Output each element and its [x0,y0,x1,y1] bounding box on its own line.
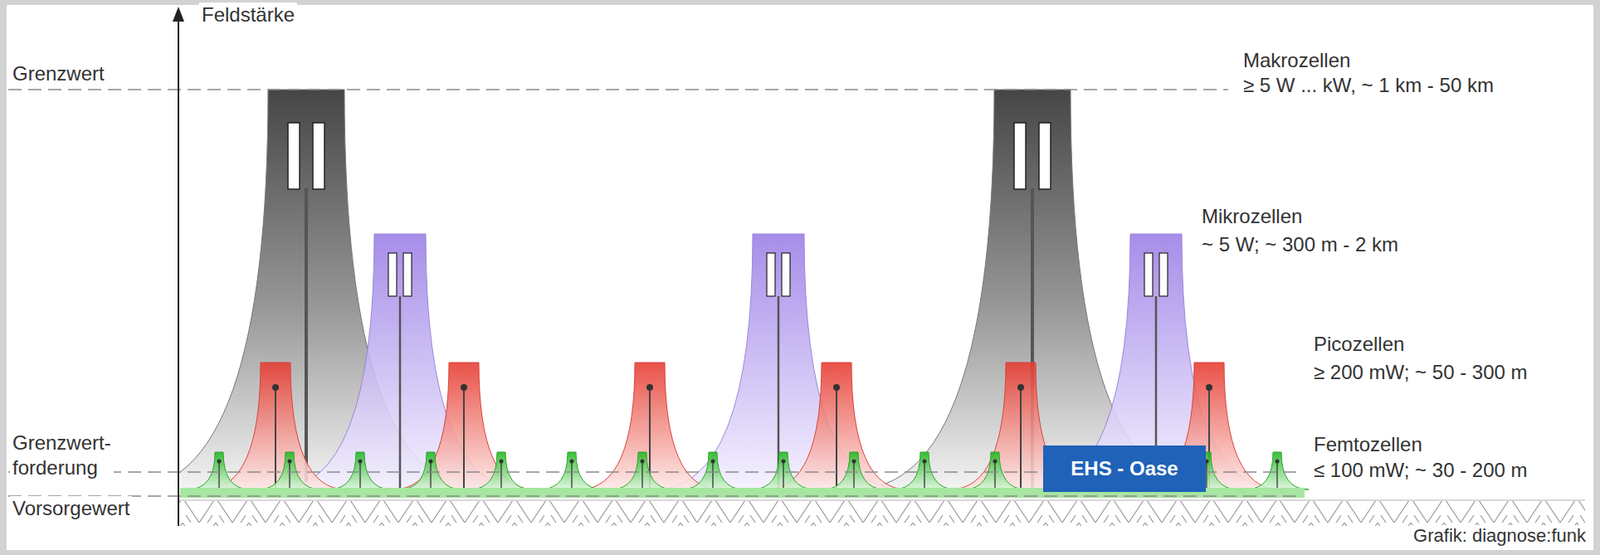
femto-mast [500,461,502,490]
precaution-label: Vorsorgewert [9,496,132,522]
femto-cell-field [469,452,533,490]
pico-mast [274,387,277,490]
femto-antenna [640,459,645,464]
femto-mast [359,461,361,490]
femto-mast [570,461,572,490]
femto-antenna [570,459,575,464]
femto-mast [1276,461,1278,490]
pico-antenna [646,384,654,391]
pico-mast [463,387,465,490]
ehs-oasis-box: EHS - Oase [1043,445,1206,493]
ground-hatch [178,501,1586,527]
ground-line [178,500,1586,502]
micro-title: Mikrozellen [1199,204,1305,230]
femto-cell-field [399,452,463,490]
macro-spec: ≥ 5 W ... kW, ~ 1 km - 50 km [1240,73,1497,98]
femto-antenna [922,459,927,464]
micro-antenna [403,253,412,297]
femto-antenna [711,459,716,464]
precaution-line [8,495,1303,498]
limit-label: Grenzwert [9,61,108,87]
femto-cell-field [1245,452,1309,490]
femto-spec: ≤ 100 mW; ~ 30 - 200 m [1311,458,1531,483]
micro-antenna [766,253,776,297]
pico-antenna [833,384,840,391]
macro-title: Makrozellen [1240,48,1353,74]
femto-cell-field [540,452,604,490]
femto-mast [994,461,996,490]
femto-cell-field [963,452,1027,490]
pico-cell-group [204,362,1280,490]
femto-mast [288,461,290,490]
femto-title: Femtozellen [1311,432,1425,458]
limit-line [8,88,1229,91]
femto-cell-field [258,452,322,490]
femto-antenna [287,459,293,464]
femto-mast [853,461,854,490]
femto-mast [923,461,925,490]
micro-spec: ~ 5 W; ~ 300 m - 2 km [1199,232,1401,258]
femto-mast [641,461,643,490]
credit-note: Grafik: diagnose:funk [1410,525,1589,547]
femto-cell-field [892,452,957,490]
axis-title: Feldstärke [199,2,298,28]
femto-cell-field [822,452,886,490]
micro-antenna [781,253,791,297]
pico-mast [835,387,838,490]
femto-mast [1205,461,1207,490]
micro-mast [399,296,402,490]
femto-cell-field [328,452,392,490]
micro-antenna [1159,253,1168,297]
micro-cell-field [653,234,903,490]
pico-antenna [460,384,468,391]
femto-mast [429,461,431,490]
demanded-limit-label: Grenzwert- forderung [9,430,114,481]
femto-mast [782,461,784,490]
node-text: EHS - Oase [1070,457,1178,481]
femto-cell-field [187,452,251,490]
macro-antenna [1014,122,1026,190]
femto-antenna [358,459,363,464]
micro-antenna [388,253,397,297]
femto-mast [712,461,713,490]
pico-title: Picozellen [1311,331,1407,357]
femto-antenna [429,459,434,464]
pico-mast [1019,387,1022,490]
pico-antenna [272,384,279,391]
femto-antenna [217,459,222,464]
pico-antenna [1017,384,1025,391]
pico-cell-field [393,362,535,490]
macro-antenna [1039,122,1051,190]
femto-antenna [781,459,786,464]
femto-cell-field [681,452,745,490]
femto-cell-field [610,452,674,490]
macro-mast [304,188,308,490]
micro-antenna [1144,253,1153,297]
femto-cell-field [751,452,815,490]
femto-mast [218,461,220,490]
pico-cell-field [579,362,721,490]
pico-spec: ≥ 200 mW; ~ 50 - 300 m [1311,360,1531,386]
femto-antenna [993,459,998,464]
pico-antenna [1205,384,1213,391]
femto-antenna [852,459,857,464]
cell-towers [180,89,1309,490]
macro-antenna [287,122,300,190]
y-axis [177,19,180,527]
femto-antenna [499,459,504,464]
pico-cell-field [204,362,347,490]
macro-cell-group [180,89,1211,490]
axis-arrow [172,6,185,22]
femto-antenna [1275,459,1280,464]
macro-antenna [312,122,325,190]
